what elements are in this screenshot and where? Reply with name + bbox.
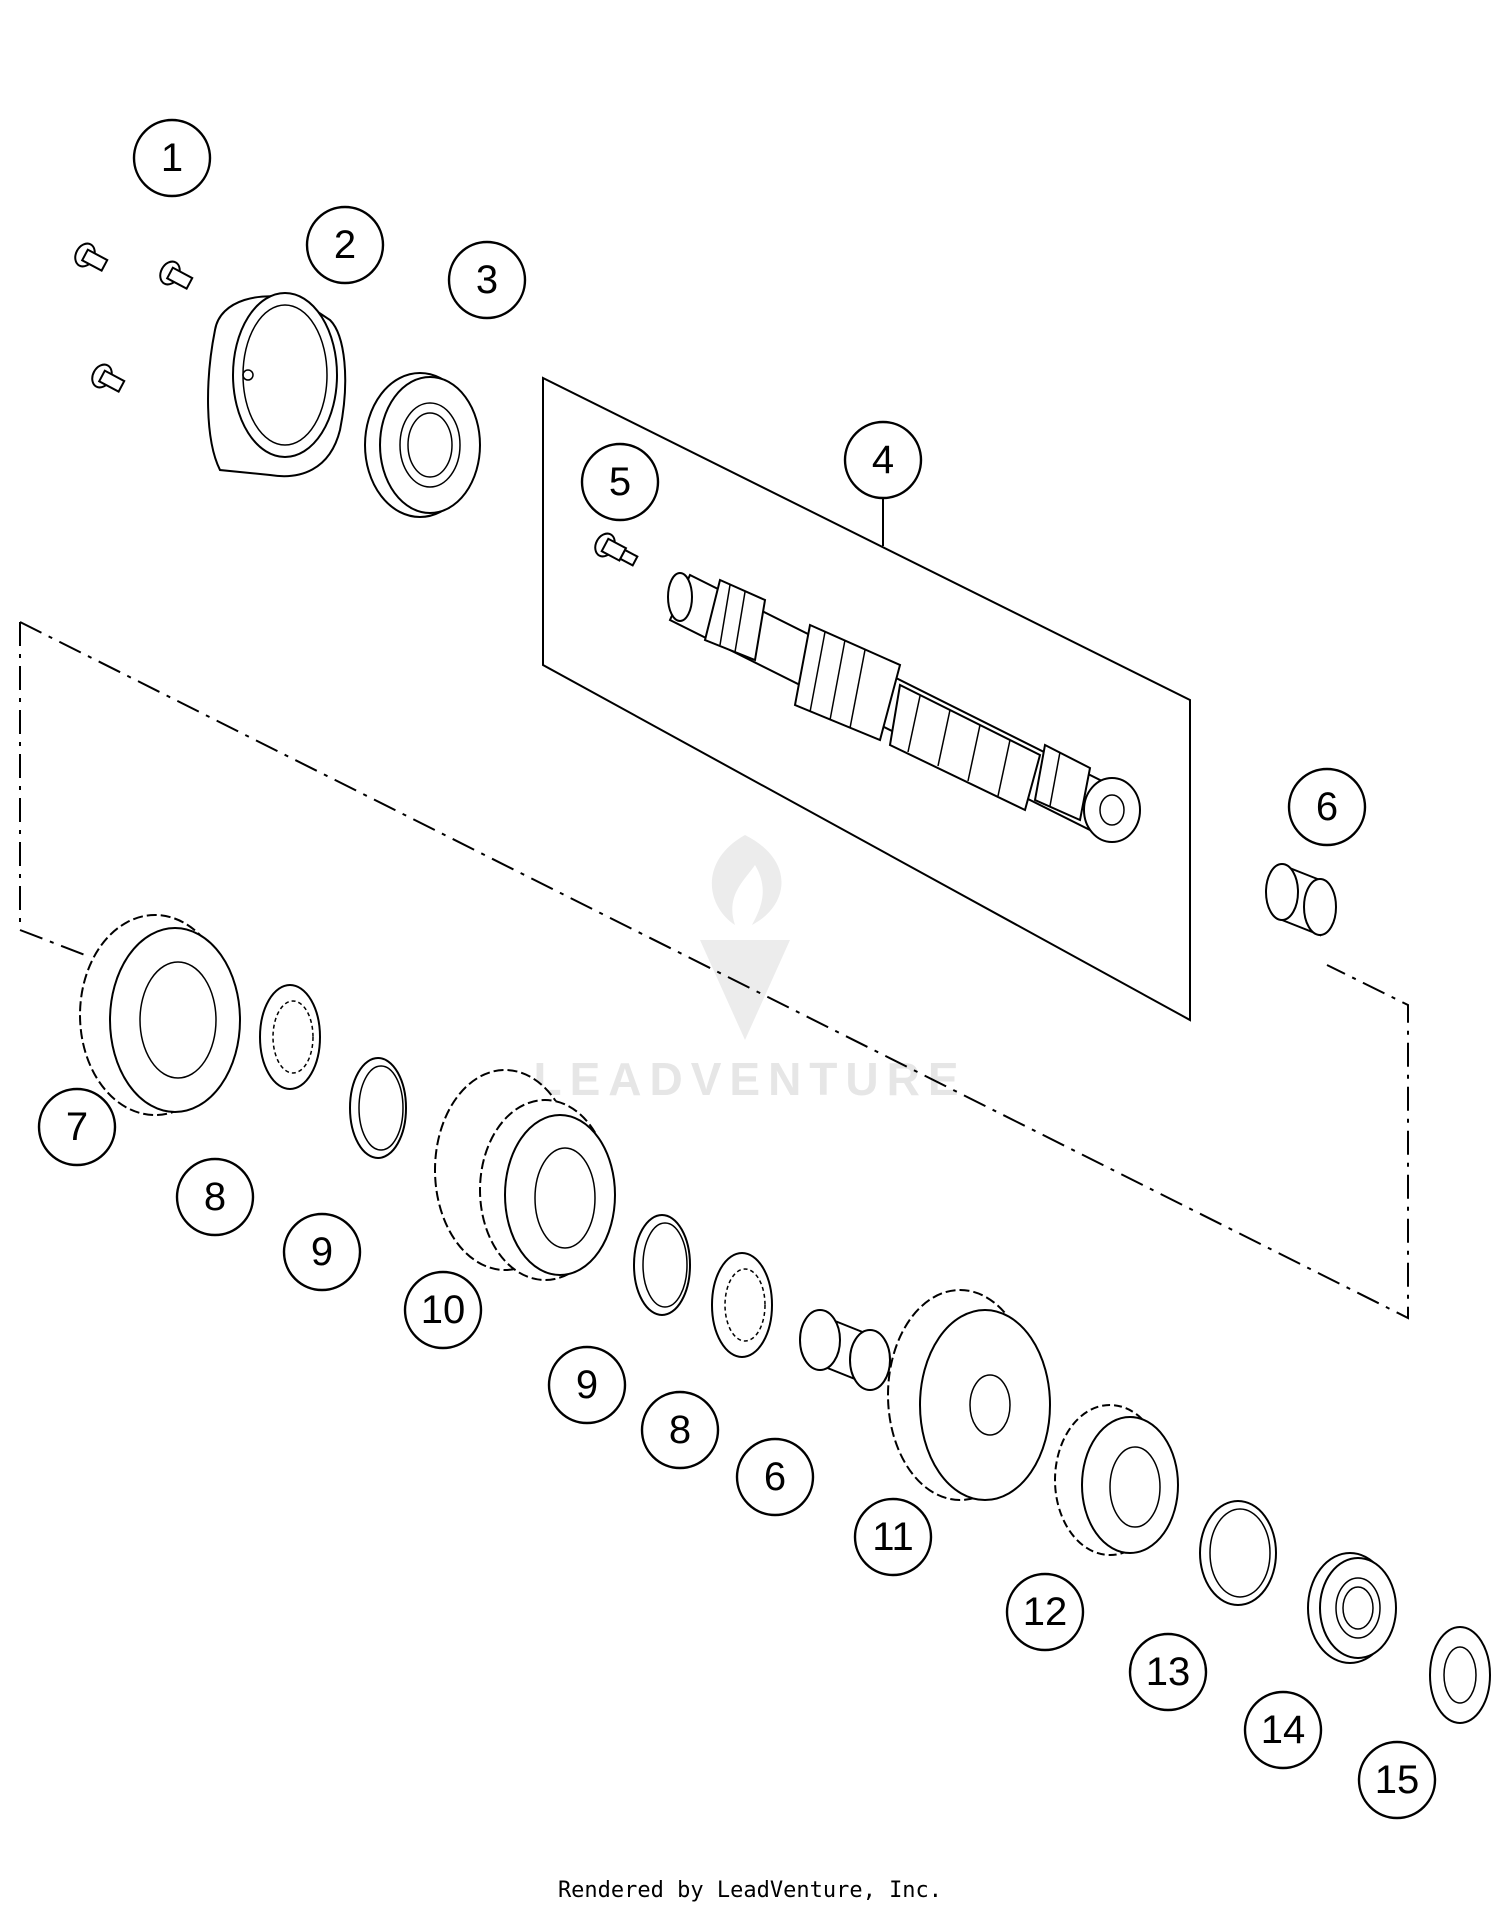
assembly-outline-left (19, 622, 86, 956)
transmission-shaft (667, 572, 1141, 843)
screw-2 (159, 260, 194, 290)
watermark: LEADVENTURE (533, 835, 966, 1105)
watermark-v-icon (700, 940, 790, 1040)
callout-11: 11 (853, 1497, 933, 1577)
callout-1: 1 (132, 118, 212, 198)
svg-text:3: 3 (476, 258, 498, 302)
screw-1 (74, 242, 109, 272)
svg-text:8: 8 (669, 1408, 691, 1452)
svg-text:7: 7 (66, 1105, 88, 1149)
watermark-flame-icon (711, 835, 782, 925)
ball-bearing-3 (364, 372, 481, 518)
circlip-9a (349, 1057, 407, 1159)
screw-3 (91, 363, 126, 393)
callout-4: 4 (843, 420, 923, 500)
callout-7: 7 (37, 1087, 117, 1167)
svg-text:14: 14 (1261, 1708, 1306, 1752)
callout-9-top: 9 (282, 1212, 362, 1292)
callout-2: 2 (305, 205, 385, 285)
svg-text:8: 8 (204, 1175, 226, 1219)
svg-text:6: 6 (764, 1455, 786, 1499)
callout-6-bottom: 6 (735, 1437, 815, 1517)
footer-credit: Rendered by LeadVenture, Inc. (557, 1878, 943, 1903)
bushing-6-top (1265, 863, 1337, 937)
circlip-9b (633, 1214, 691, 1316)
callout-15: 15 (1357, 1740, 1437, 1820)
pin-5 (594, 532, 639, 567)
svg-text:5: 5 (609, 460, 631, 504)
svg-text:10: 10 (421, 1288, 466, 1332)
svg-text:15: 15 (1375, 1758, 1420, 1802)
splined-washer-8a (259, 984, 321, 1090)
callout-5: 5 (580, 442, 660, 522)
assembly-outline-right (19, 621, 1409, 1320)
callout-10: 10 (403, 1270, 483, 1350)
svg-text:1: 1 (161, 136, 183, 180)
gear-12 (1054, 1404, 1179, 1556)
double-gear-10 (434, 1069, 616, 1281)
callout-9-bottom: 9 (547, 1345, 627, 1425)
thrust-washer-13 (1199, 1500, 1277, 1606)
shim-washer-15 (1429, 1626, 1491, 1724)
svg-text:11: 11 (872, 1515, 914, 1559)
svg-text:6: 6 (1316, 785, 1338, 829)
callout-8-top: 8 (175, 1157, 255, 1237)
callout-3: 3 (447, 240, 527, 320)
callout-6-top: 6 (1287, 767, 1367, 847)
shaft-assembly-box (542, 376, 1191, 1022)
callout-13: 13 (1128, 1632, 1208, 1712)
splined-washer-8b (711, 1252, 773, 1358)
bearing-retainer (207, 292, 347, 478)
callout-8-bottom: 8 (640, 1390, 720, 1470)
ball-bearing-14 (1307, 1552, 1397, 1664)
gear-7 (79, 914, 241, 1116)
svg-text:2: 2 (334, 223, 356, 267)
gear-11 (887, 1289, 1051, 1501)
bushing-6-bottom (799, 1309, 891, 1391)
callout-12: 12 (1005, 1572, 1085, 1652)
svg-text:12: 12 (1023, 1590, 1068, 1634)
callout-14: 14 (1243, 1690, 1323, 1770)
svg-text:9: 9 (311, 1230, 333, 1274)
screws (74, 242, 194, 393)
svg-text:4: 4 (872, 438, 894, 482)
svg-text:13: 13 (1146, 1650, 1191, 1694)
svg-text:9: 9 (576, 1363, 598, 1407)
watermark-text: LEADVENTURE (533, 1053, 966, 1105)
